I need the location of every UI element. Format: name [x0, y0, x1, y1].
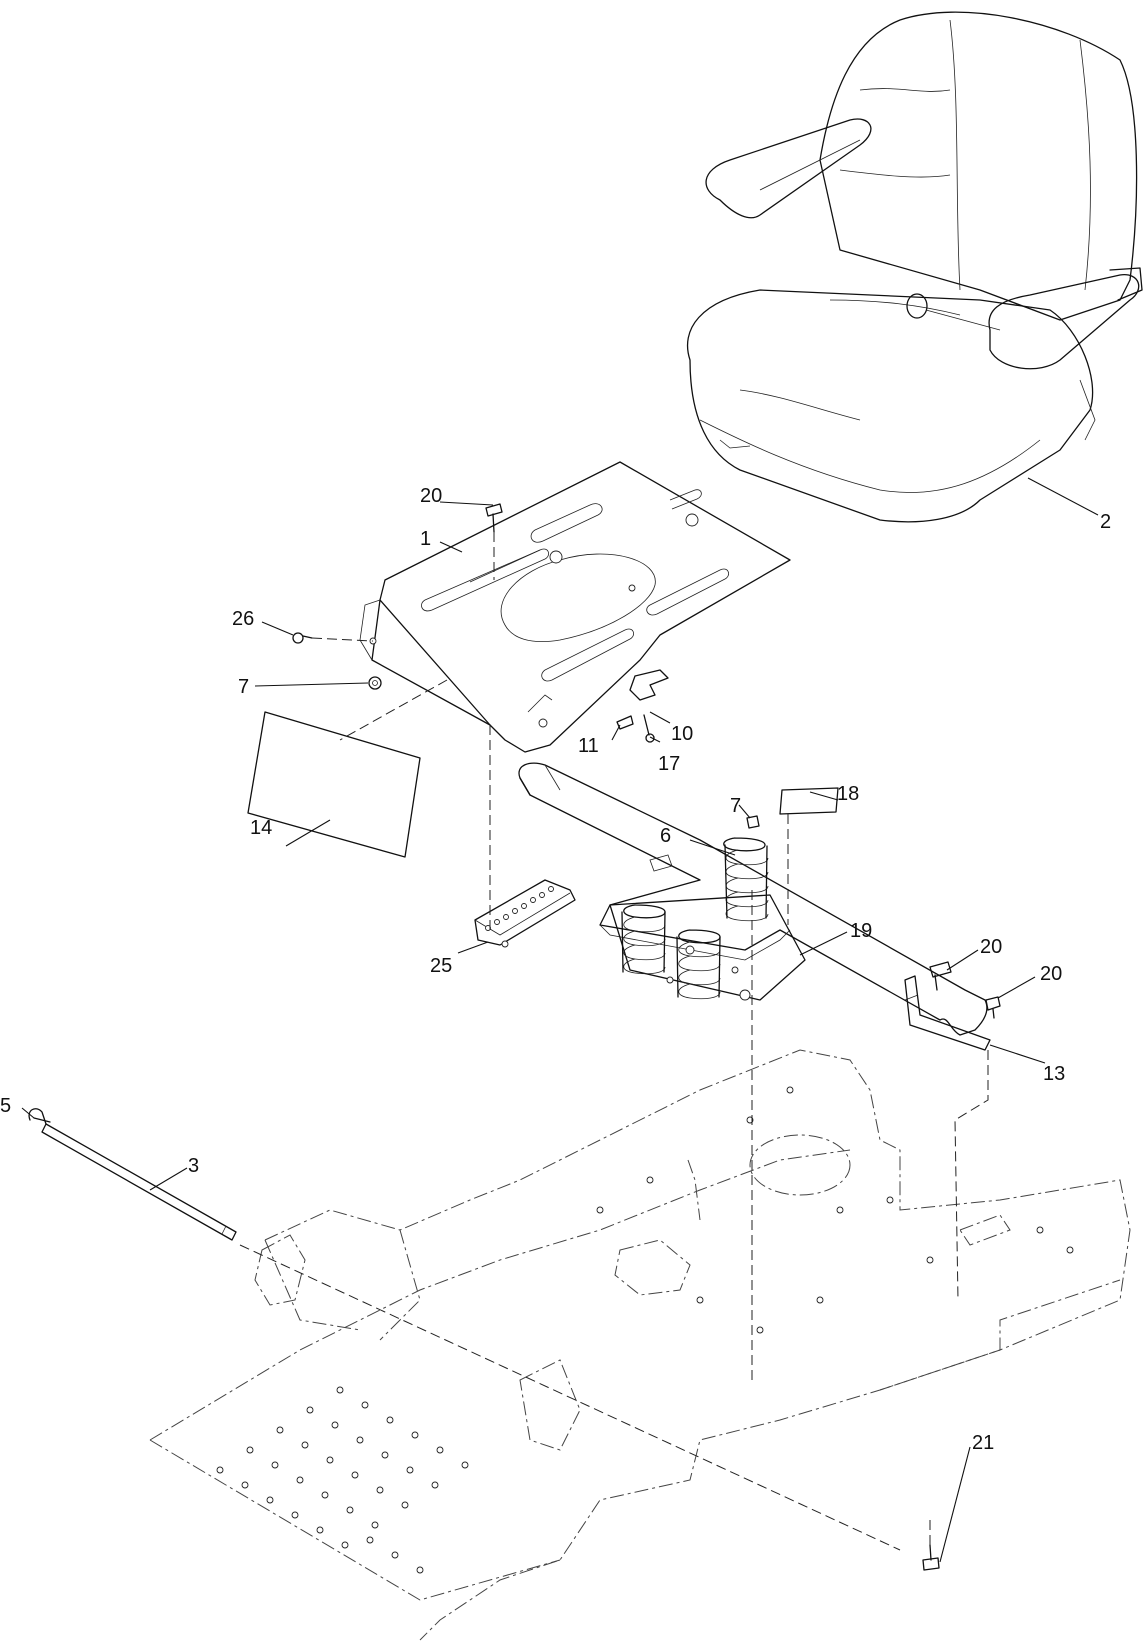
leader-lines [21, 477, 1099, 1563]
callout-20b: 20 [980, 936, 1002, 958]
callout-3: 3 [188, 1155, 199, 1177]
callout-5: 5 [0, 1095, 11, 1117]
pivot-rod [28, 1108, 237, 1241]
seat-assembly [686, 11, 1143, 523]
seat-mounting-plate [359, 461, 791, 753]
callout-13: 13 [1043, 1063, 1065, 1085]
callout-2: 2 [1100, 511, 1111, 533]
spring-rear-right [676, 929, 721, 1000]
callout-11: 11 [578, 735, 599, 757]
callout-26: 26 [232, 608, 254, 630]
callout-20c: 20 [1040, 963, 1062, 985]
assembly-lines [239, 532, 989, 1551]
deck-holes [216, 1386, 469, 1574]
hardware-upper [247, 503, 669, 858]
callout-7b: 7 [730, 795, 741, 817]
callout-1: 1 [420, 528, 431, 550]
callout-25: 25 [430, 955, 452, 977]
callout-18: 18 [837, 783, 859, 805]
side-bracket [904, 961, 1001, 1051]
suspension-frame [518, 762, 988, 1036]
spring-front [723, 837, 769, 922]
callout-21: 21 [972, 1432, 994, 1454]
springs [621, 787, 839, 1000]
callout-14: 14 [250, 817, 272, 839]
chassis-phantom [149, 1049, 1131, 1641]
callout-20a: 20 [420, 485, 442, 507]
callout-6: 6 [660, 825, 671, 847]
callout-labels: 2 20 1 26 7 10 11 17 14 7 18 6 19 20 25 … [0, 485, 1111, 1454]
callout-10: 10 [671, 723, 693, 745]
bolt-bottom [922, 1544, 940, 1571]
callout-7a: 7 [238, 676, 249, 698]
callout-17: 17 [658, 753, 680, 775]
adjuster-bracket [474, 879, 576, 948]
spring-rear-left [621, 904, 666, 975]
callout-19: 19 [850, 920, 872, 942]
